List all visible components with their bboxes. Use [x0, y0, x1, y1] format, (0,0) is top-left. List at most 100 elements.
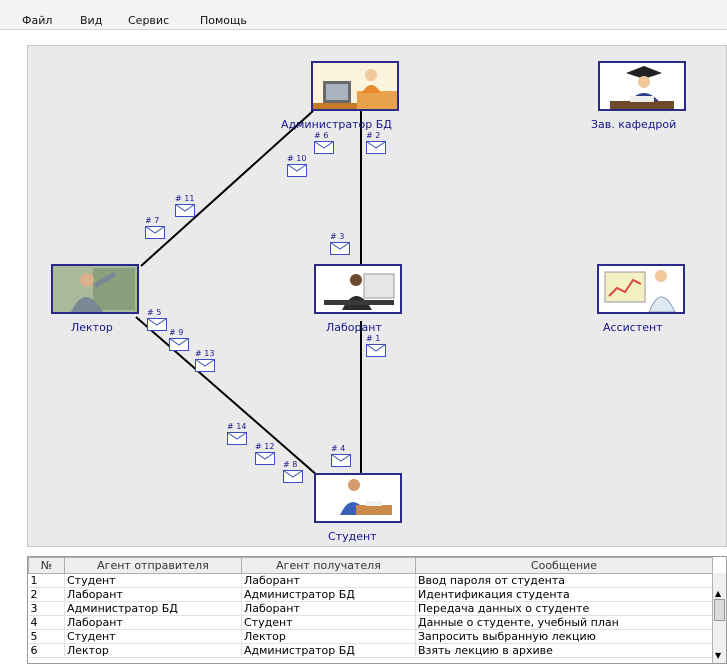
- agent-label-head-dept: Зав. кафедрой: [591, 118, 677, 131]
- message-number: # 13: [195, 349, 215, 358]
- envelope-icon: [169, 338, 189, 351]
- envelope-icon: [195, 359, 215, 372]
- cell-number: 3: [28, 601, 65, 616]
- cell-receiver: Лаборант: [241, 601, 416, 616]
- message-envelope[interactable]: # 9: [167, 328, 193, 352]
- message-number: # 14: [227, 422, 247, 431]
- envelope-icon: [145, 226, 165, 239]
- message-envelope[interactable]: # 1: [364, 334, 390, 358]
- envelope-icon: [287, 164, 307, 177]
- envelope-icon: [330, 242, 350, 255]
- lab-assistant-icon: [314, 264, 402, 314]
- message-log-table: № Агент отправителя Агент получателя Соо…: [28, 557, 713, 658]
- message-number: # 3: [330, 232, 345, 241]
- message-envelope[interactable]: # 7: [143, 216, 169, 240]
- cell-message: Идентификация студента: [415, 587, 713, 602]
- message-number: # 5: [147, 308, 162, 317]
- envelope-icon: [255, 452, 275, 465]
- cell-number: 4: [28, 615, 65, 630]
- table-row[interactable]: 6 Лектор Администратор БД Взять лекцию в…: [28, 643, 713, 658]
- column-header-number[interactable]: №: [28, 557, 65, 574]
- message-envelope[interactable]: # 14: [225, 422, 251, 446]
- table-header-row: № Агент отправителя Агент получателя Соо…: [28, 557, 713, 574]
- column-header-message[interactable]: Сообщение: [415, 557, 713, 574]
- cell-number: 6: [28, 643, 65, 658]
- cell-receiver: Лаборант: [241, 573, 416, 588]
- message-number: # 8: [283, 460, 298, 469]
- agent-links: [135, 110, 362, 477]
- message-envelope[interactable]: # 4: [329, 444, 355, 468]
- message-envelope[interactable]: # 2: [364, 131, 390, 155]
- assistant-icon: [597, 264, 685, 314]
- cell-receiver: Студент: [241, 615, 416, 630]
- agent-label-lecturer: Лектор: [71, 321, 113, 334]
- cell-sender: Лаборант: [64, 587, 242, 602]
- envelope-icon: [227, 432, 247, 445]
- table-row[interactable]: 3 Администратор БД Лаборант Передача дан…: [28, 601, 713, 616]
- menu-bar: Файл Вид Сервис Помощь: [0, 0, 727, 30]
- cell-receiver: Администратор БД: [241, 587, 416, 602]
- message-envelope[interactable]: # 11: [173, 194, 199, 218]
- agent-label-assistant: Ассистент: [603, 321, 663, 334]
- envelope-icon: [175, 204, 195, 217]
- vertical-scrollbar[interactable]: ▲ ▼: [712, 573, 726, 663]
- menu-file[interactable]: Файл: [22, 14, 53, 27]
- cell-sender: Лектор: [64, 643, 242, 658]
- table-row[interactable]: 2 Лаборант Администратор БД Идентификаци…: [28, 587, 713, 602]
- column-header-receiver[interactable]: Агент получателя: [241, 557, 416, 574]
- message-envelope[interactable]: # 8: [281, 460, 307, 484]
- lecturer-icon: [51, 264, 139, 314]
- column-header-sender[interactable]: Агент отправителя: [64, 557, 242, 574]
- cell-message: Передача данных о студенте: [415, 601, 713, 616]
- message-envelope[interactable]: # 5: [145, 308, 171, 332]
- envelope-icon: [283, 470, 303, 483]
- message-number: # 9: [169, 328, 184, 337]
- message-number: # 2: [366, 131, 381, 140]
- message-envelope[interactable]: # 3: [328, 232, 354, 256]
- menu-view[interactable]: Вид: [80, 14, 103, 27]
- cell-message: Запросить выбранную лекцию: [415, 629, 713, 644]
- cell-receiver: Администратор БД: [241, 643, 416, 658]
- message-number: # 1: [366, 334, 381, 343]
- menu-help[interactable]: Помощь: [200, 14, 247, 27]
- message-envelope[interactable]: # 10: [285, 154, 311, 178]
- cell-number: 1: [28, 573, 65, 588]
- menu-service[interactable]: Сервис: [128, 14, 170, 27]
- envelope-icon: [314, 141, 334, 154]
- link-lecturer-student: [135, 316, 319, 477]
- scroll-down-icon[interactable]: ▼: [715, 651, 722, 660]
- table-row[interactable]: 1 Студент Лаборант Ввод пароля от студен…: [28, 573, 713, 588]
- cell-number: 2: [28, 587, 65, 602]
- message-envelope[interactable]: # 6: [312, 131, 338, 155]
- cell-sender: Лаборант: [64, 615, 242, 630]
- agent-label-admin-db: Администратор БД: [281, 118, 392, 131]
- scrollbar-thumb[interactable]: [714, 599, 725, 621]
- agent-label-student: Студент: [328, 530, 377, 543]
- cell-number: 5: [28, 629, 65, 644]
- message-number: # 7: [145, 216, 160, 225]
- agent-label-lab-assistant: Лаборант: [326, 321, 382, 334]
- envelope-icon: [366, 344, 386, 357]
- message-number: # 11: [175, 194, 195, 203]
- link-admin-lecturer: [140, 110, 314, 267]
- envelope-icon: [366, 141, 386, 154]
- message-number: # 10: [287, 154, 307, 163]
- scroll-up-icon[interactable]: ▲: [715, 589, 722, 598]
- agent-diagram-canvas: Администратор БД Зав. кафедрой: [27, 45, 727, 547]
- message-number: # 4: [331, 444, 346, 453]
- cell-message: Данные о студенте, учебный план: [415, 615, 713, 630]
- cell-message: Взять лекцию в архиве: [415, 643, 713, 658]
- message-log: № Агент отправителя Агент получателя Соо…: [27, 556, 727, 664]
- head-dept-icon: [598, 61, 686, 111]
- cell-message: Ввод пароля от студента: [415, 573, 713, 588]
- cell-sender: Администратор БД: [64, 601, 242, 616]
- message-number: # 12: [255, 442, 275, 451]
- message-envelope[interactable]: # 12: [253, 442, 279, 466]
- cell-receiver: Лектор: [241, 629, 416, 644]
- message-number: # 6: [314, 131, 329, 140]
- table-row[interactable]: 4 Лаборант Студент Данные о студенте, уч…: [28, 615, 713, 630]
- envelope-icon: [147, 318, 167, 331]
- message-envelope[interactable]: # 13: [193, 349, 219, 373]
- student-icon: [314, 473, 402, 523]
- table-row[interactable]: 5 Студент Лектор Запросить выбранную лек…: [28, 629, 713, 644]
